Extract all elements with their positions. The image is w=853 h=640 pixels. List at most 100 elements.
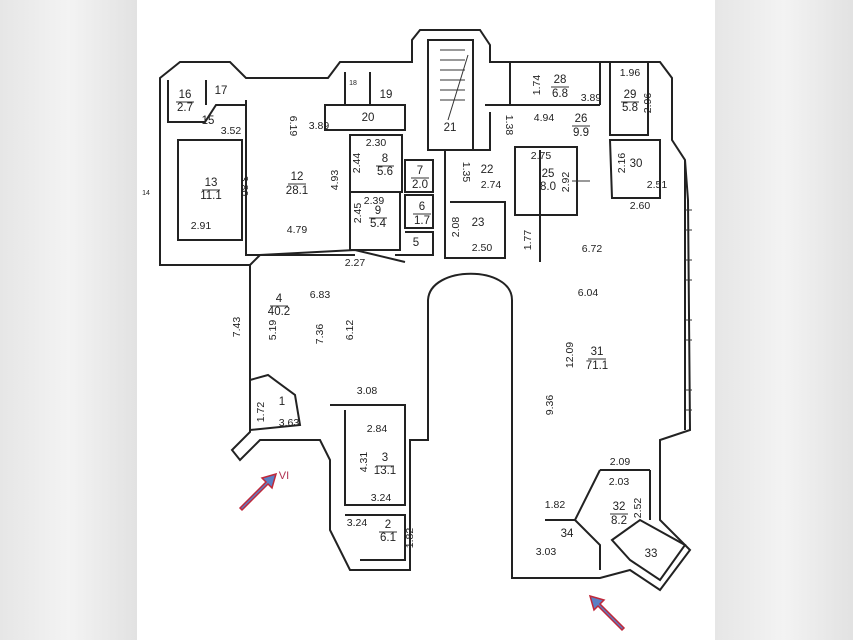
room-32: 32 <box>613 501 626 513</box>
dimension: 1.38 <box>503 115 515 136</box>
dimension: 6.72 <box>582 243 603 255</box>
dimension-labels: 3.52 3.80 2.91 6.19 4.93 4.79 3.89 2.30 … <box>191 67 668 558</box>
entrance-arrow-icon <box>238 472 278 512</box>
room-18: 18 <box>349 80 357 87</box>
room-33: 33 <box>645 548 658 560</box>
dimension: 3.52 <box>221 125 242 137</box>
dimension: 7.36 <box>314 324 326 345</box>
room-8-area: 5.6 <box>377 166 393 178</box>
dimension: 4.79 <box>287 224 308 236</box>
room-32-area: 8.2 <box>611 515 627 527</box>
room-30: 30 <box>630 158 643 170</box>
room-7: 7 <box>417 165 423 177</box>
dimension: 2.92 <box>560 172 572 193</box>
dimension: 6.83 <box>310 289 331 301</box>
dimension: 2.03 <box>609 476 630 488</box>
dimension: 3.89 <box>581 92 602 104</box>
room-6-area: 1.7 <box>414 215 430 227</box>
room-16-area: 2.7 <box>177 102 193 114</box>
room-31: 31 <box>591 346 604 358</box>
room-9-area: 5.4 <box>370 218 387 230</box>
room-9: 9 <box>375 205 381 217</box>
room-29-area: 5.8 <box>622 102 638 114</box>
dimension: 9.36 <box>544 395 556 416</box>
room-3-area: 13.1 <box>374 465 396 477</box>
dimension: 1.74 <box>531 75 543 96</box>
dimension: 5.19 <box>267 320 279 341</box>
dimension: 3.89 <box>309 120 330 132</box>
room-26-area: 9.9 <box>573 127 589 139</box>
entrance-label: VI <box>279 470 289 482</box>
dimension: 1.82 <box>545 499 566 511</box>
dimension: 12.09 <box>564 342 576 368</box>
dimension: 3.24 <box>371 492 392 504</box>
room-1: 1 <box>279 396 285 408</box>
dimension: 4.94 <box>534 112 555 124</box>
room-13-area: 11.1 <box>200 190 222 202</box>
room-2: 2 <box>385 519 391 531</box>
dimension: 1.82 <box>404 528 416 549</box>
room-23: 23 <box>472 217 485 229</box>
room-25-area: 8.0 <box>540 181 556 193</box>
dimension: 4.93 <box>329 170 341 191</box>
walls <box>159 29 692 592</box>
room-29: 29 <box>624 89 637 101</box>
room-22: 22 <box>481 164 494 176</box>
dimension: 1.35 <box>460 162 472 183</box>
room-7-area: 2.0 <box>412 179 428 191</box>
windows <box>685 209 692 411</box>
room-12: 12 <box>291 171 304 183</box>
right-blur-margin <box>715 0 853 640</box>
dimension: 2.45 <box>352 203 364 224</box>
room-17: 17 <box>215 85 228 97</box>
dimension: 2.84 <box>367 423 388 435</box>
dimension: 3.80 <box>238 176 250 197</box>
dimension: 2.75 <box>531 150 552 162</box>
dimension: 1.77 <box>522 230 534 251</box>
room-20: 20 <box>362 112 375 124</box>
dimension: 6.12 <box>344 320 356 341</box>
dimension: 6.04 <box>578 287 599 299</box>
dimension: 2.96 <box>642 93 654 114</box>
area-underlines <box>176 86 639 533</box>
room-5: 5 <box>413 237 419 249</box>
room-28: 28 <box>554 74 567 86</box>
dimension: 2.60 <box>630 200 651 212</box>
dimension: 2.30 <box>366 137 387 149</box>
dimension: 7.43 <box>231 317 243 338</box>
stairs <box>440 49 469 121</box>
dimension: 2.51 <box>647 179 668 191</box>
dimension: 2.91 <box>191 220 212 232</box>
room-12-area: 28.1 <box>286 185 308 197</box>
room-2-area: 6.1 <box>380 532 396 544</box>
room-6: 6 <box>419 201 425 213</box>
room-13: 13 <box>205 177 218 189</box>
dimension: 2.44 <box>351 153 363 174</box>
dimension: 2.08 <box>450 217 462 238</box>
room-4: 4 <box>276 293 283 305</box>
dimension: 2.50 <box>472 242 493 254</box>
dimension: 4.31 <box>358 452 370 473</box>
room-34: 34 <box>561 528 574 540</box>
dimension: 2.52 <box>632 498 644 519</box>
dimension: 3.63 <box>279 417 300 429</box>
room-21: 21 <box>444 122 457 134</box>
room-26: 26 <box>575 113 588 125</box>
room-4-area: 40.2 <box>268 306 290 318</box>
dimension: 3.03 <box>536 546 557 558</box>
dimension: 2.09 <box>610 456 631 468</box>
room-14: 14 <box>142 190 150 197</box>
room-labels: 1 2 6.1 3 13.1 4 40.2 5 6 1.7 7 2.0 8 5.… <box>142 74 657 560</box>
dimension: 1.72 <box>255 402 267 423</box>
dimension: 2.74 <box>481 179 502 191</box>
room-3: 3 <box>382 452 388 464</box>
dimension: 2.27 <box>345 257 366 269</box>
room-31-area: 71.1 <box>586 360 608 372</box>
dimension: 1.96 <box>620 67 641 79</box>
room-8: 8 <box>382 153 388 165</box>
dimension: 3.08 <box>357 385 378 397</box>
left-blur-margin <box>0 0 137 640</box>
room-16: 16 <box>179 89 192 101</box>
dimension: 2.16 <box>616 153 628 174</box>
